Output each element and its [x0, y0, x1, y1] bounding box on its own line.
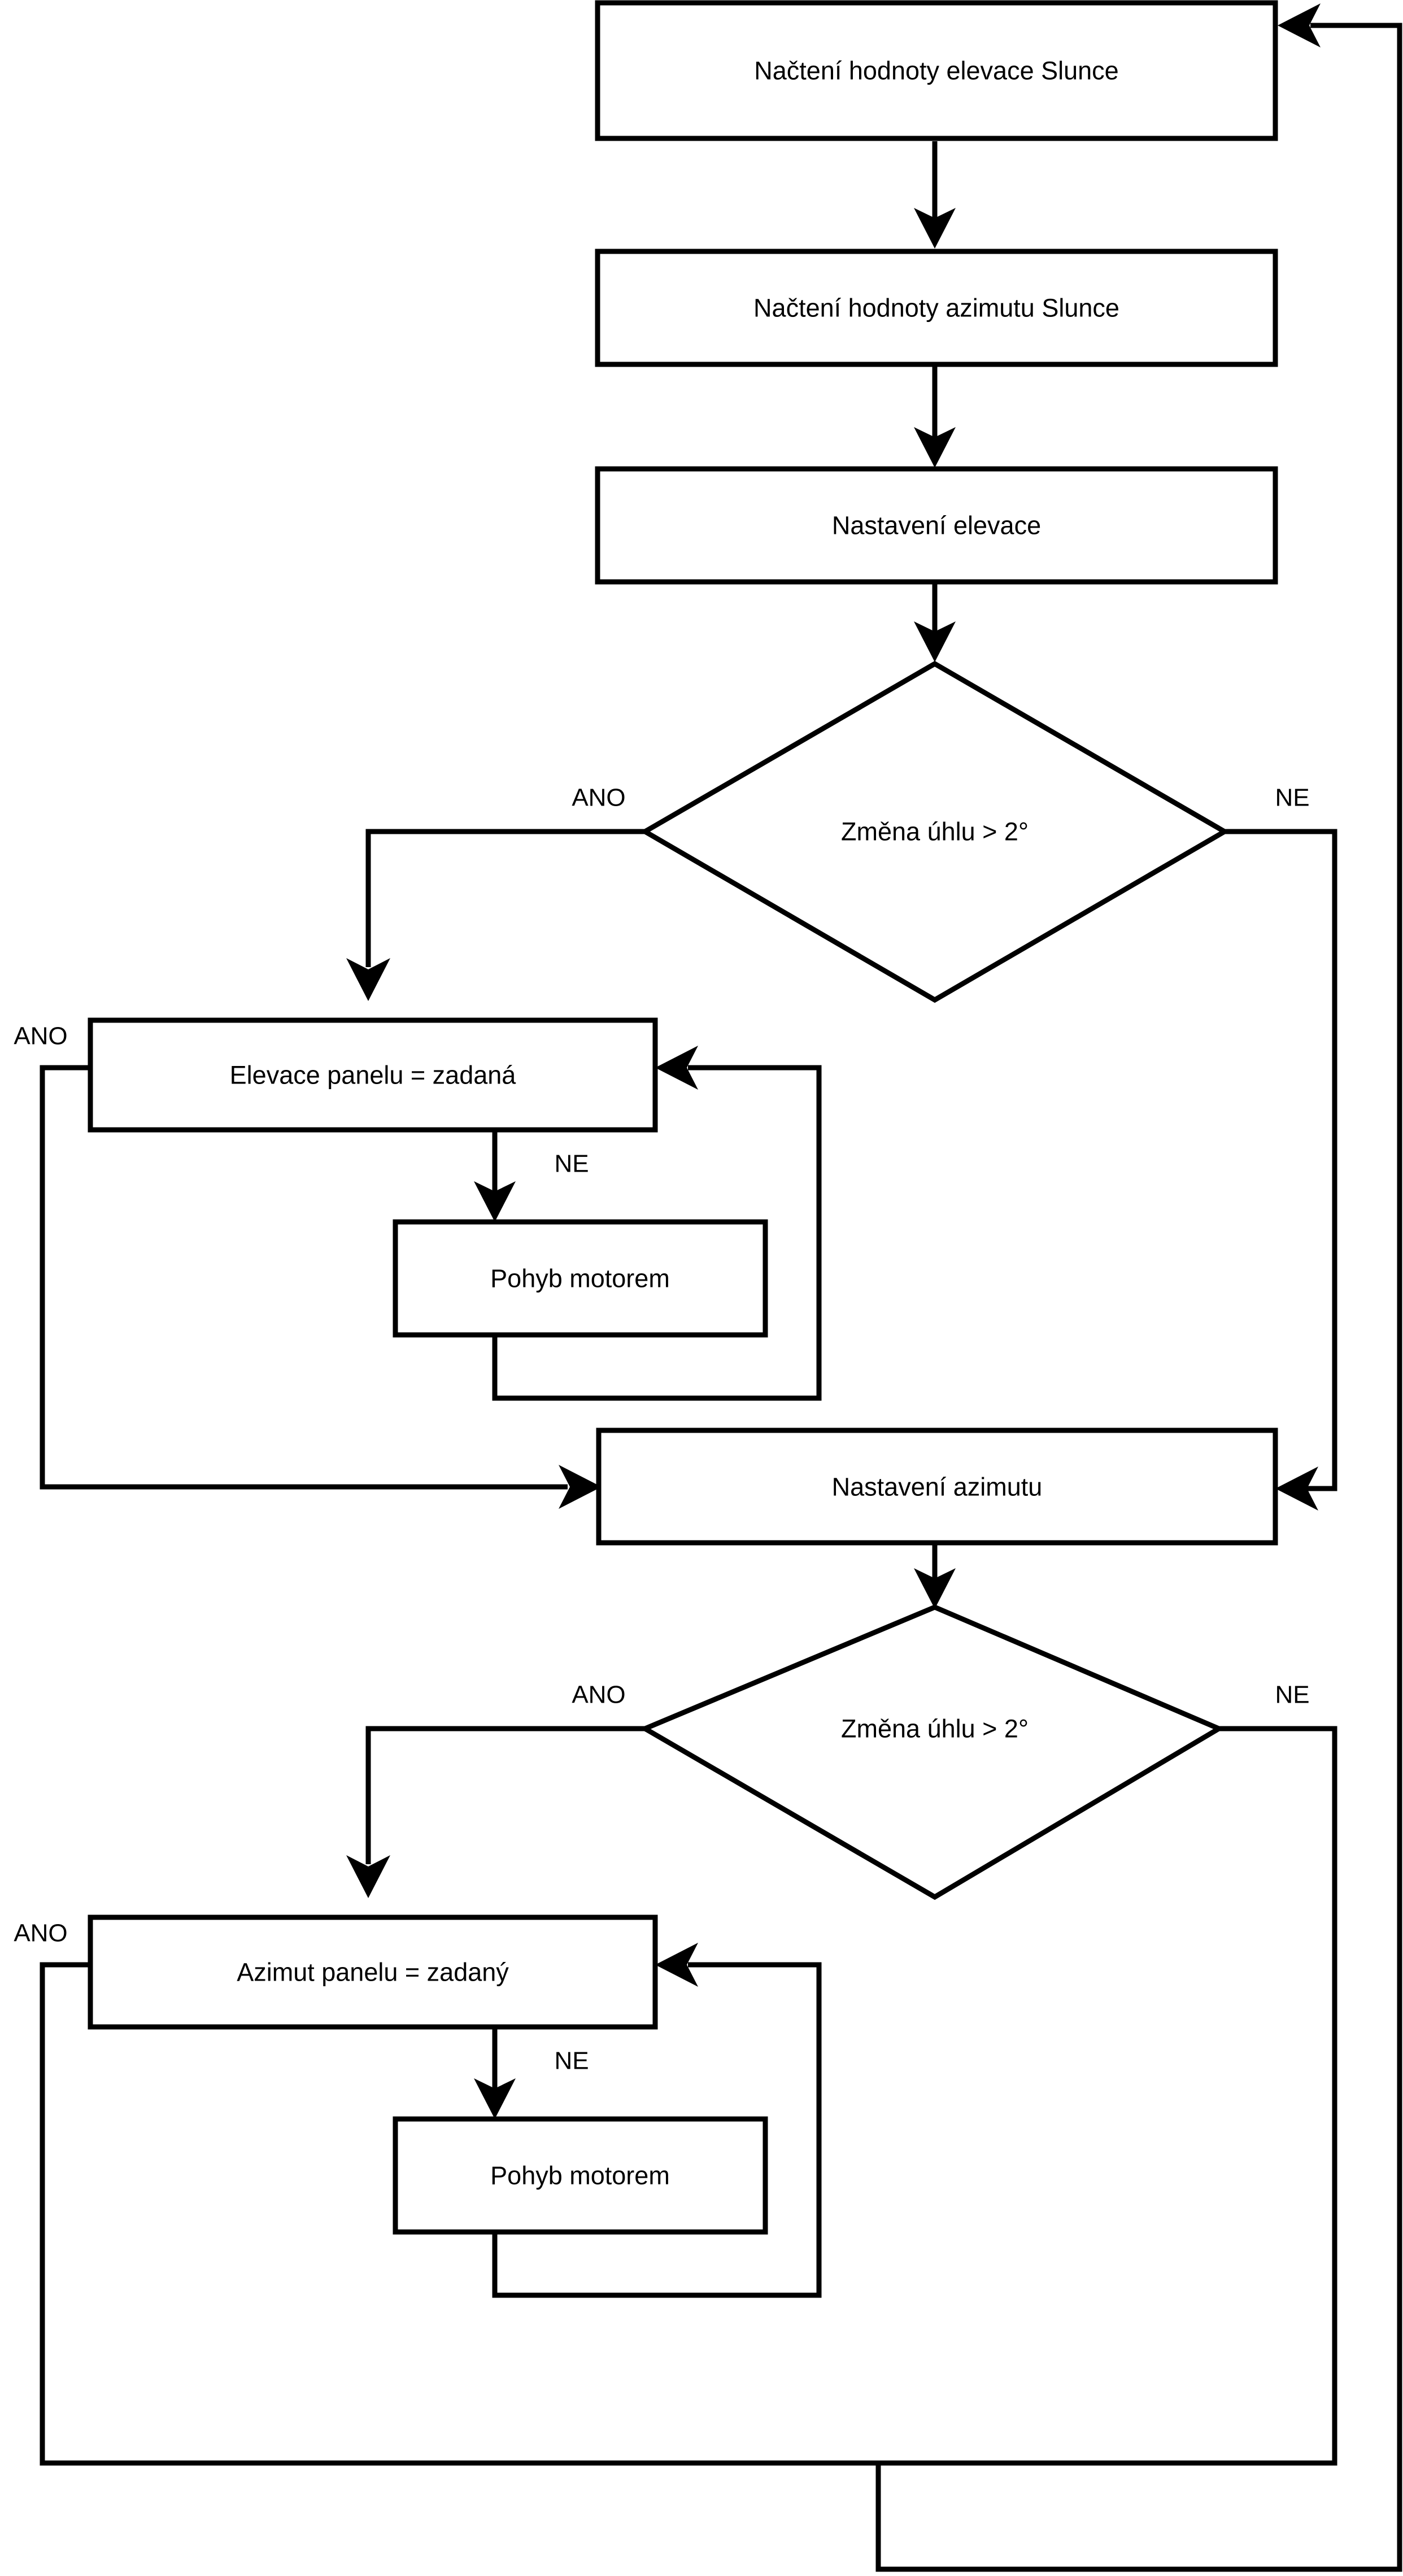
edge-label-elev-no: NE: [554, 1150, 589, 1178]
edge-dec2-no-return-to-start: [875, 23, 1402, 2572]
node-motor-move-azimuth-label: Pohyb motorem: [490, 2161, 670, 2190]
node-set-azimuth-shape: [596, 1428, 1278, 1546]
node-set-elevation-shape: [595, 466, 1278, 585]
node-set-azimuth[interactable]: Nastavení azimutu: [596, 1428, 1278, 1546]
node-read-azimuth[interactable]: Načtení hodnoty azimutu Slunce: [595, 249, 1278, 367]
arrowhead-elev-no: [474, 1181, 516, 1222]
node-read-elevation[interactable]: Načtení hodnoty elevace Slunce: [595, 0, 1278, 141]
arrowhead-dec1-yes: [346, 958, 390, 1001]
node-decision-elevation-label: Změna úhlu > 2°: [841, 817, 1029, 846]
node-motor-move-elevation-shape: [393, 1219, 768, 1338]
arrowhead-return-to-start: [1278, 3, 1321, 47]
node-set-elevation-label: Nastavení elevace: [832, 511, 1041, 540]
node-read-azimuth-shape: [595, 249, 1278, 367]
edge-dec2-yes: [365, 1726, 645, 1864]
node-motor-move-elevation[interactable]: Pohyb motorem: [393, 1219, 768, 1338]
edge-azim-yes: [40, 1962, 881, 2466]
edge-dec1-no: [1225, 829, 1337, 1491]
node-panel-azimuth-equals-shape: [88, 1914, 658, 2030]
edge-label-elev-yes: ANO: [14, 1022, 67, 1050]
node-panel-elevation-equals-label: Elevace panelu = zadaná: [230, 1061, 517, 1090]
edge-label-dec2-yes: ANO: [572, 1681, 625, 1709]
node-motor-move-azimuth-shape: [393, 2116, 768, 2235]
edge-label-azim-yes: ANO: [14, 1920, 67, 1947]
node-read-elevation-shape: [595, 0, 1278, 141]
edge-label-dec1-no: NE: [1275, 784, 1309, 812]
node-set-azimuth-label: Nastavení azimutu: [832, 1473, 1043, 1502]
arrowhead-set-elev: [914, 427, 956, 468]
node-decision-azimuth-label: Změna úhlu > 2°: [841, 1715, 1029, 1743]
arrowhead-read-azim: [914, 208, 956, 249]
node-motor-move-elevation-label: Pohyb motorem: [490, 1264, 670, 1293]
node-decision-elevation[interactable]: Změna úhlu > 2°: [640, 660, 1230, 1003]
edge-elev-yes: [40, 1065, 568, 1490]
node-set-elevation[interactable]: Nastavení elevace: [595, 466, 1278, 585]
node-read-elevation-label: Načtení hodnoty elevace Slunce: [754, 56, 1118, 85]
node-panel-elevation-equals[interactable]: Elevace panelu = zadaná: [88, 1017, 658, 1133]
arrowhead-dec2-yes: [346, 1855, 390, 1898]
arrowhead-motor1-feedback: [655, 1046, 698, 1090]
edge-label-azim-no: NE: [554, 2047, 589, 2075]
arrowhead-dec1-no: [1275, 1467, 1318, 1511]
node-motor-move-azimuth[interactable]: Pohyb motorem: [393, 2116, 768, 2235]
node-panel-azimuth-equals-label: Azimut panelu = zadaný: [237, 1958, 509, 1987]
edge-dec1-yes: [365, 829, 645, 967]
node-read-azimuth-label: Načtení hodnoty azimutu Slunce: [753, 294, 1119, 323]
arrowhead-motor2-feedback: [655, 1943, 698, 1987]
edge-label-dec1-yes: ANO: [572, 784, 625, 812]
edge-label-dec2-no: NE: [1275, 1681, 1309, 1709]
node-decision-azimuth-shape: [639, 1604, 1225, 1900]
node-panel-elevation-equals-shape: [88, 1017, 658, 1133]
node-decision-azimuth[interactable]: Změna úhlu > 2°: [639, 1604, 1225, 1900]
arrowhead-elev-yes: [559, 1465, 602, 1509]
edge-motor2-feedback: [492, 1962, 822, 2298]
arrowhead-dec1: [914, 621, 956, 662]
node-panel-azimuth-equals[interactable]: Azimut panelu = zadaný: [88, 1914, 658, 2030]
edge-motor1-feedback: [492, 1065, 822, 1401]
arrowhead-dec2: [914, 1568, 956, 1609]
node-decision-elevation-shape: [640, 660, 1230, 1003]
arrowhead-azim-no: [474, 2078, 516, 2119]
